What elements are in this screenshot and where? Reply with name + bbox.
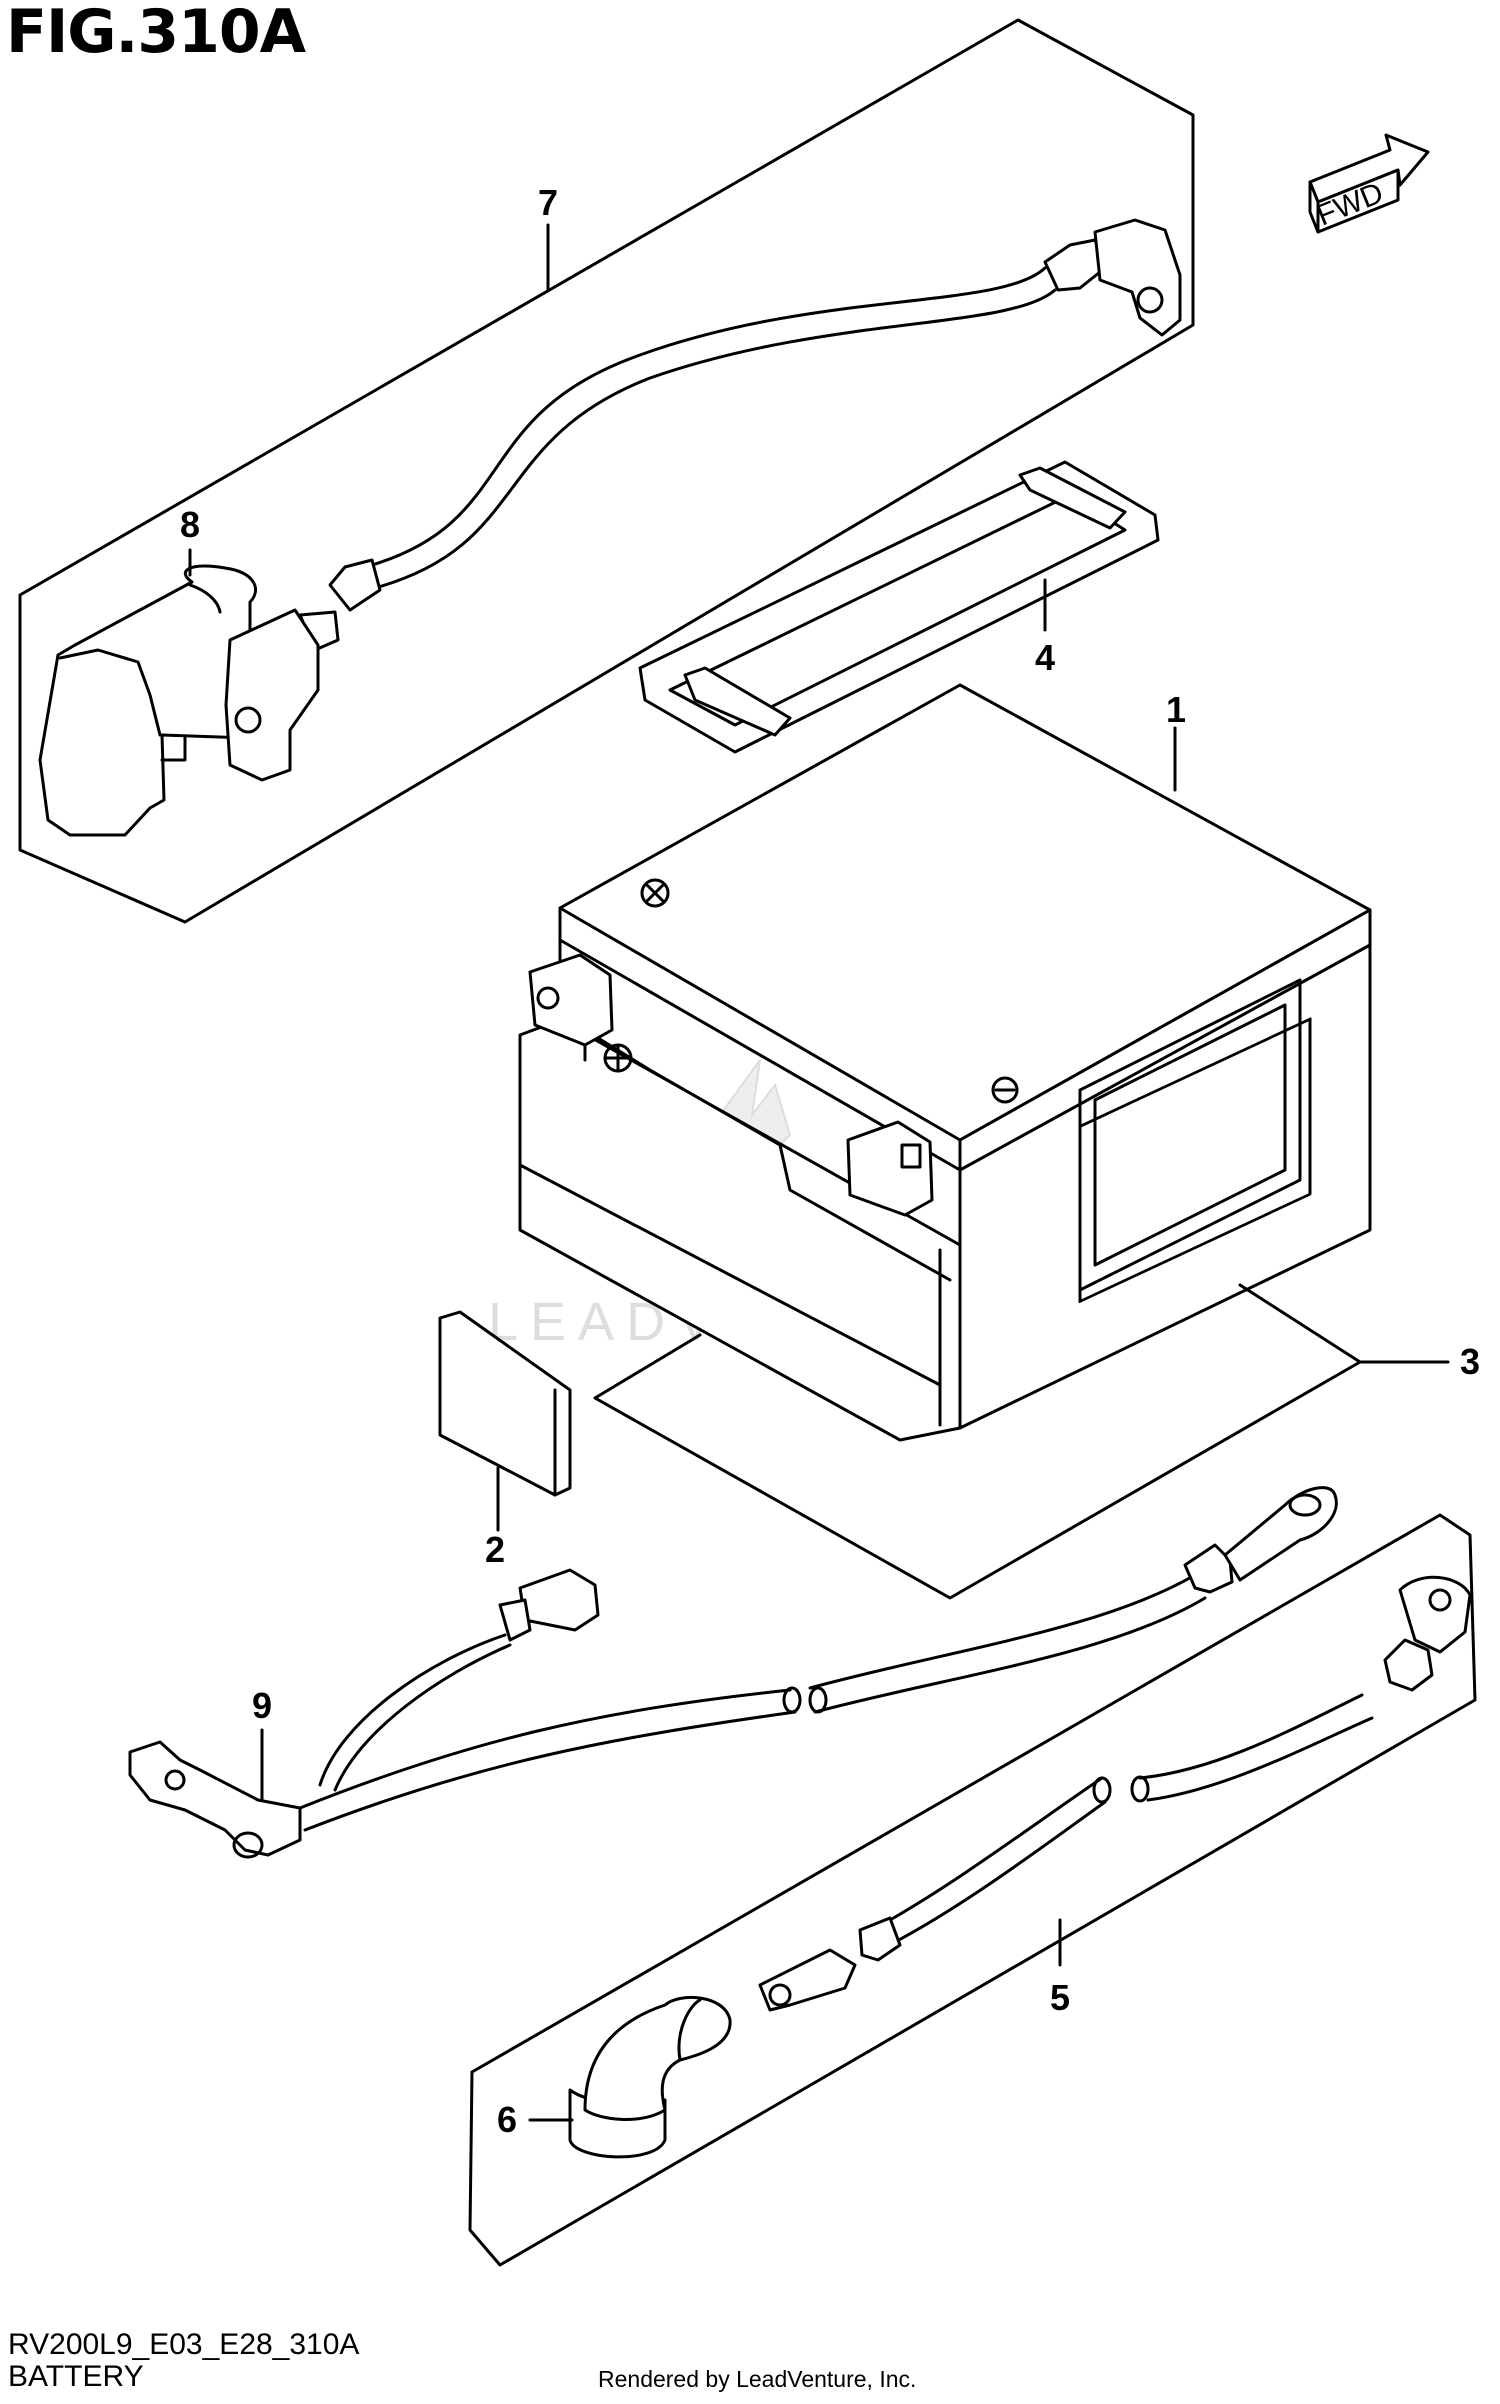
battery-pad-2 (438, 1310, 572, 1532)
battery-strap-4 (638, 460, 1160, 754)
section-title: BATTERY (8, 2360, 144, 2393)
callout-leaders (188, 223, 1177, 2122)
wire-harness-9 (128, 1486, 1338, 1859)
callout-8: 8 (180, 504, 200, 545)
group-frame-cable-5-6 (468, 1513, 1477, 2267)
figure-title: FIG.310A (6, 0, 306, 67)
callout-4: 4 (1035, 637, 1055, 678)
callout-3: 3 (1460, 1341, 1480, 1382)
callout-5: 5 (1050, 1977, 1070, 2018)
callout-1: 1 (1166, 689, 1186, 730)
negative-cable-5 (758, 1575, 1472, 2012)
forward-direction-arrow: FWD (1308, 133, 1430, 234)
callout-numbers: 1 2 3 4 5 6 7 8 9 (180, 182, 1480, 2140)
callout-7: 7 (538, 182, 558, 223)
group-frame-cable-7-8 (18, 18, 1195, 924)
positive-cable-7 (224, 218, 1182, 782)
callout-6: 6 (497, 2099, 517, 2140)
callout-9: 9 (252, 1685, 272, 1726)
battery-1 (518, 683, 1372, 1442)
callout-2: 2 (485, 1529, 505, 1570)
terminal-cover-8 (38, 564, 258, 837)
figure-code: RV200L9_E03_E28_310A (8, 2328, 360, 2361)
terminal-cap-6 (568, 1995, 732, 2159)
render-credit: Rendered by LeadVenture, Inc. (598, 2366, 917, 2392)
battery-pad-3 (593, 1283, 1450, 1600)
